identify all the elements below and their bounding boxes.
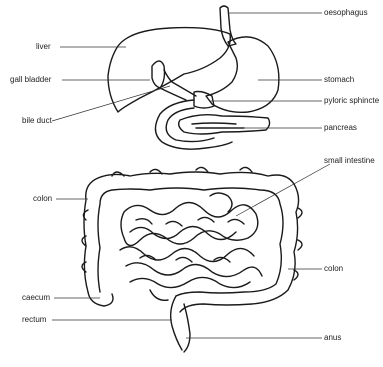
- leader-small-intestine: [236, 164, 330, 216]
- liver-shape: [108, 28, 230, 112]
- label-anus: anus: [324, 333, 341, 343]
- label-gall-bladder: gall bladder: [10, 75, 51, 85]
- rectum-shape: [171, 296, 190, 352]
- label-bile-duct: bile duct: [22, 116, 52, 126]
- label-caecum: caecum: [22, 293, 50, 303]
- gall-bladder-shape: [152, 61, 165, 88]
- label-oesophagus: oesophagus: [324, 8, 368, 18]
- label-pancreas: pancreas: [324, 123, 357, 133]
- label-stomach: stomach: [324, 75, 354, 85]
- small-intestine-shape: [120, 193, 262, 288]
- label-small-intestine: small intestine: [324, 156, 375, 166]
- label-pyloric-sphincter: pyloric sphincte: [324, 96, 379, 106]
- edge-mark: [0, 113, 5, 133]
- leader-bile-duct: [52, 86, 170, 121]
- label-liver: liver: [36, 42, 51, 52]
- label-colon-left: colon: [33, 194, 52, 204]
- label-rectum: rectum: [22, 315, 46, 325]
- colon-shape: [84, 172, 299, 312]
- label-colon-right: colon: [324, 264, 343, 274]
